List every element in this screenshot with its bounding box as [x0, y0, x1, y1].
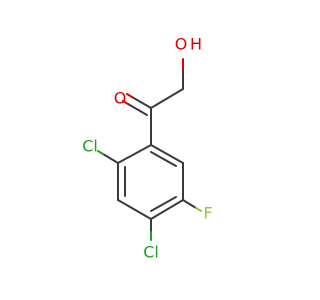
chlorine-2-label: Cl	[82, 137, 98, 156]
molecule-canvas: O H O Cl Cl F	[82, 35, 212, 262]
bond-c2-chlorine-green	[97, 150, 104, 155]
bond-carbonyl-double-b	[127, 103, 148, 116]
structure-diagram: O H O Cl Cl F	[82, 35, 212, 262]
bond-c5-fluorine	[182, 199, 197, 209]
bond-c5-fluorine-green	[195, 207, 202, 212]
bond-carbonyl-double-a-red	[126, 93, 133, 98]
bond-c2-chlorine	[102, 153, 119, 164]
bond-ring-c3-c4	[117, 199, 152, 220]
bond-carbonyl-to-ch2	[150, 88, 184, 109]
bond-ring-c1-c2	[117, 144, 152, 164]
bond-ring-double-3	[150, 151, 177, 167]
bond-carbonyl-double-a	[131, 96, 152, 109]
chlorine-4-label: Cl	[143, 243, 159, 262]
bond-ring-c4-c5	[150, 199, 184, 220]
hydroxyl-hydrogen-label: H	[190, 35, 202, 54]
bond-ring-c6-c1	[150, 144, 184, 164]
bond-carbonyl-double-b-red	[122, 100, 129, 105]
carbonyl-oxygen-label: O	[114, 89, 127, 108]
hydroxyl-oxygen-label: O	[175, 35, 188, 54]
fluorine-5-label: F	[203, 204, 212, 223]
bond-ring-double-2	[150, 196, 177, 212]
